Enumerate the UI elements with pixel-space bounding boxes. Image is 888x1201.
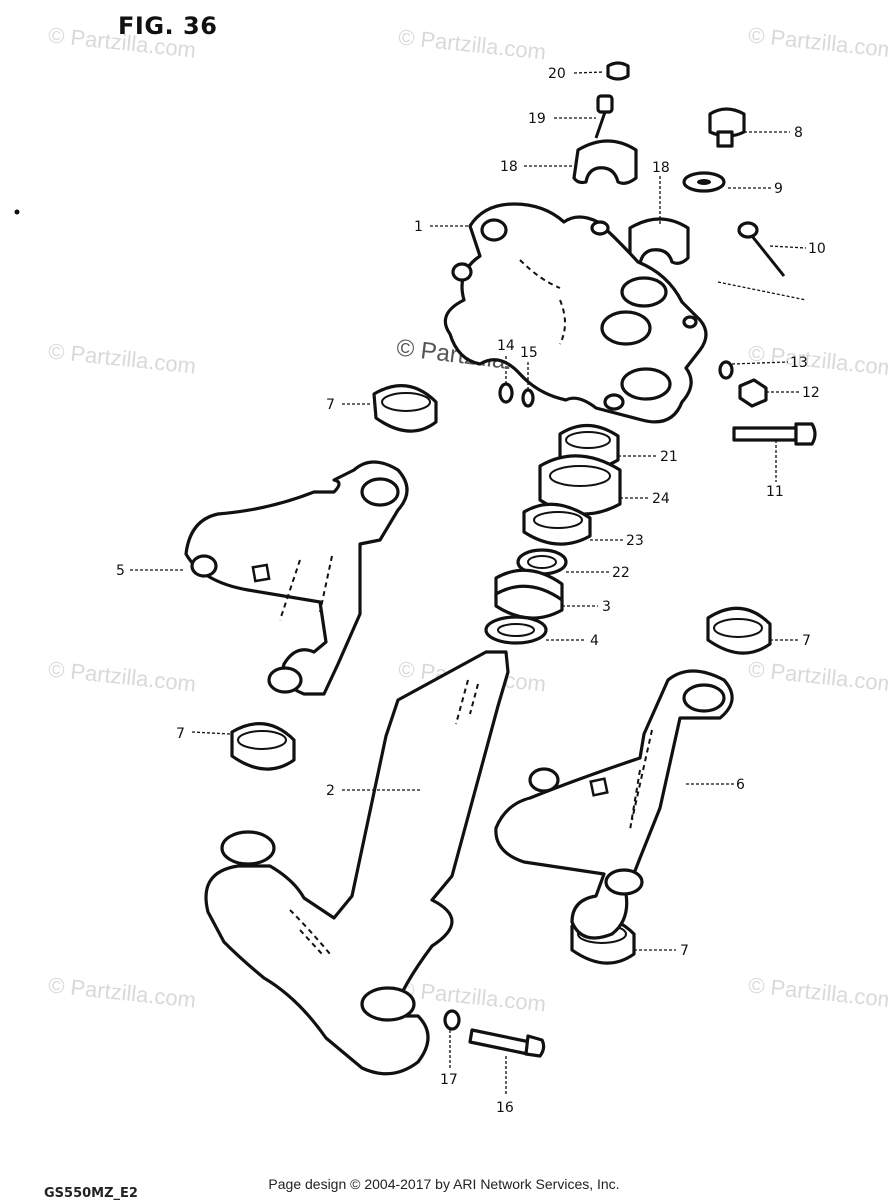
callout-14: 14: [497, 338, 515, 354]
callout-23: 23: [626, 533, 644, 549]
part-7-grommet: [706, 606, 772, 655]
part-11-nut: [738, 378, 768, 408]
part-17-washer: [443, 1009, 461, 1031]
callout-4: 4: [590, 633, 599, 649]
leader-20: [573, 71, 605, 74]
callout-18-left: 18: [500, 159, 518, 175]
part-15-washer: [521, 388, 535, 408]
part-14-washer: [498, 382, 514, 404]
callout-7: 7: [176, 726, 185, 742]
part-23-bearing-race: [522, 502, 592, 546]
callout-7: 7: [326, 397, 335, 413]
part-8-bolt: [708, 107, 746, 148]
part-5-left-bracket: [184, 460, 409, 696]
part-3-bearing-race: [494, 568, 564, 620]
figure-title: FIG. 36: [118, 12, 218, 40]
callout-16: 16: [496, 1100, 514, 1116]
callout-1: 1: [414, 219, 423, 235]
callout-10: 10: [808, 241, 826, 257]
leader-10: [769, 245, 807, 249]
callout-19: 19: [528, 111, 546, 127]
callout-13: 11: [766, 484, 784, 500]
part-2-steering-stem: [204, 650, 510, 1076]
callout-7: 7: [680, 943, 689, 959]
callout-12: 13: [790, 355, 808, 371]
leader-7-left: [191, 731, 231, 735]
callout-11: 12: [802, 385, 820, 401]
callout-5: 5: [116, 563, 125, 579]
part-9-washer: [682, 171, 726, 193]
callout-18-right: 18: [652, 160, 670, 176]
part-10-bolt: [737, 221, 786, 277]
callout-21: 21: [660, 449, 678, 465]
part-6-right-bracket: [494, 669, 734, 940]
part-16-bolt: [468, 1028, 546, 1058]
part-20-cap: [606, 61, 630, 81]
part-19-bolt: [594, 94, 614, 139]
part-7-grommet: [372, 384, 438, 433]
callout-3: 3: [602, 599, 611, 615]
callout-17: 17: [440, 1072, 458, 1088]
callout-8: 8: [794, 125, 803, 141]
part-1-upper-bracket: [443, 202, 708, 424]
part-22-ball-bearing: [516, 548, 568, 576]
page-credit: Page design © 2004-2017 by ARI Network S…: [268, 1176, 620, 1192]
model-code: GS550MZ_E2: [44, 1186, 138, 1201]
part-18-handlebar-holder-right: [628, 217, 690, 266]
part-13-bolt: [732, 422, 817, 446]
part-4-dust-seal: [484, 615, 548, 645]
callout-15: 15: [520, 345, 538, 361]
leader-12: [731, 361, 789, 365]
part-7-grommet: [230, 722, 296, 771]
callout-9: 9: [774, 181, 783, 197]
part-18-handlebar-holder-left: [572, 139, 638, 185]
stray-dot: [14, 209, 20, 215]
callout-2: 2: [326, 783, 335, 799]
part-12-washer: [718, 360, 734, 380]
callout-20: 20: [548, 66, 566, 82]
guide-line: [717, 281, 807, 301]
callout-22: 22: [612, 565, 630, 581]
callout-6: 6: [736, 777, 745, 793]
callout-24: 24: [652, 491, 670, 507]
callout-7: 7: [802, 633, 811, 649]
